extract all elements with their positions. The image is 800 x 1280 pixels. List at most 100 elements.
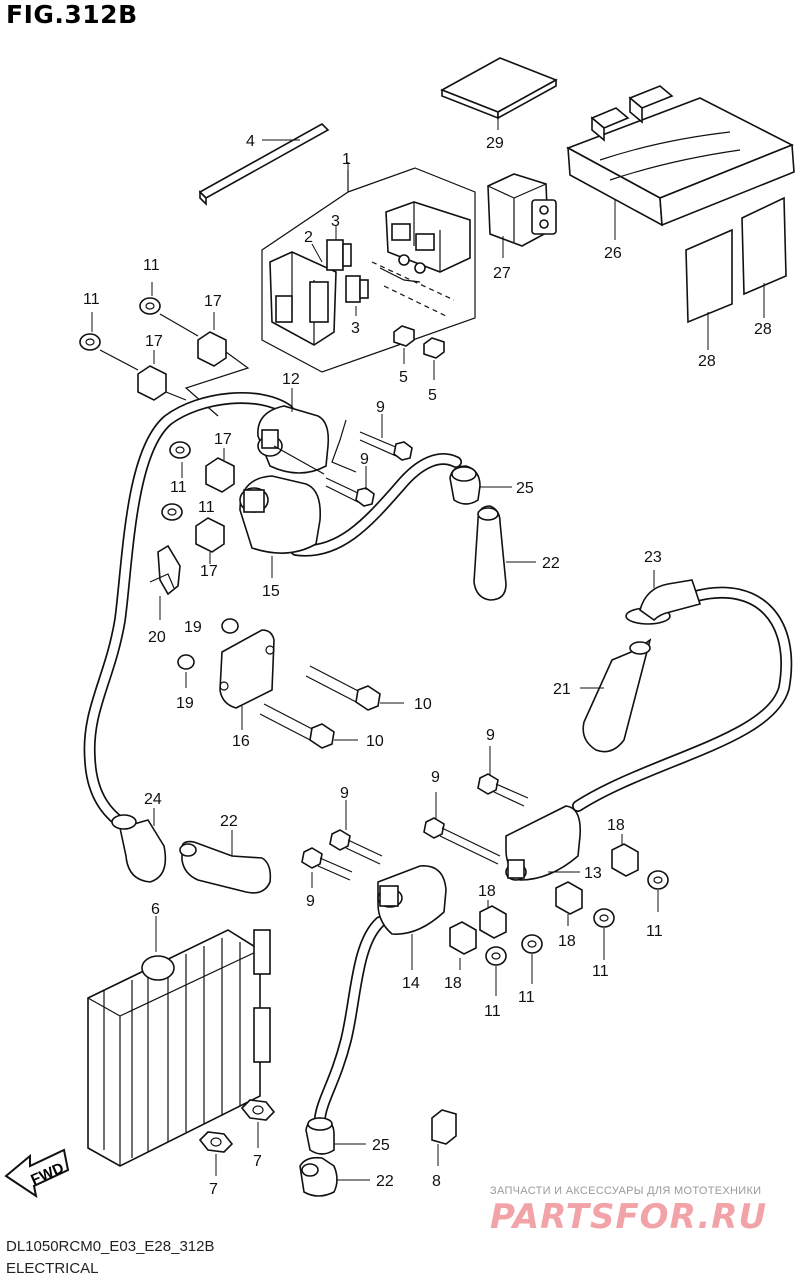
mid-left-mount-hardware xyxy=(161,441,235,564)
figure-title: FIG.312B xyxy=(6,0,138,29)
callout-11: 11 xyxy=(83,291,100,308)
callout-17: 17 xyxy=(145,333,163,350)
part-8-cap xyxy=(431,1109,457,1166)
callout-26: 26 xyxy=(604,245,622,262)
callout-18: 18 xyxy=(444,975,462,992)
callout-23: 23 xyxy=(644,549,662,566)
callout-22: 22 xyxy=(542,555,560,572)
part-25-cap-lower xyxy=(305,1117,366,1155)
part-4-strip xyxy=(198,123,330,206)
part-28-pads xyxy=(685,196,787,350)
callout-29: 29 xyxy=(486,135,504,152)
part-22-plug-cap-upper xyxy=(473,505,536,601)
callout-22: 22 xyxy=(220,813,238,830)
callout-9: 9 xyxy=(340,785,349,802)
callout-12: 12 xyxy=(282,371,300,388)
part-7-nuts xyxy=(198,1099,276,1176)
callout-10: 10 xyxy=(414,696,432,713)
callout-6: 6 xyxy=(151,901,160,918)
callout-9: 9 xyxy=(486,727,495,744)
callout-8: 8 xyxy=(432,1173,441,1190)
callout-20: 20 xyxy=(148,629,166,646)
callout-15: 15 xyxy=(262,583,280,600)
callout-layer: 1 2 3 3 4 5 5 6 7 7 8 9 9 9 9 9 9 10 10 … xyxy=(83,133,772,1198)
part-6-regulator xyxy=(87,916,271,1167)
upper-left-mount-hardware xyxy=(79,282,250,417)
callout-17: 17 xyxy=(204,293,222,310)
callout-19: 19 xyxy=(176,695,194,712)
callout-10: 10 xyxy=(366,733,384,750)
part-22-plug-cap-lower xyxy=(299,1156,370,1197)
callout-9: 9 xyxy=(360,451,369,468)
part-16-bracket xyxy=(177,618,275,730)
callout-25: 25 xyxy=(372,1137,390,1154)
callout-11: 11 xyxy=(198,499,215,516)
callout-14: 14 xyxy=(402,975,420,992)
callout-1: 1 xyxy=(342,151,351,168)
callout-18: 18 xyxy=(607,817,625,834)
left-plug-wire xyxy=(83,391,294,828)
part-26-ecu xyxy=(566,85,795,240)
callout-11: 11 xyxy=(143,257,160,274)
part-3-fuse-b xyxy=(345,275,369,303)
callout-22: 22 xyxy=(376,1173,394,1190)
bolts-9-lower xyxy=(301,746,529,888)
part-1-fuse-box xyxy=(261,162,476,373)
part-22-plug-cap-mid xyxy=(179,830,272,894)
part-27-connector xyxy=(487,173,557,258)
callout-2: 2 xyxy=(304,229,313,246)
part-10-bolts xyxy=(259,665,404,749)
callout-11: 11 xyxy=(592,963,609,980)
part-15-ignition-coil xyxy=(239,453,462,578)
callout-3: 3 xyxy=(351,320,360,337)
callout-16: 16 xyxy=(232,733,250,750)
callout-5: 5 xyxy=(428,387,437,404)
part-1-relay-block xyxy=(385,201,471,274)
right-mount-hardware xyxy=(449,834,669,996)
callout-17: 17 xyxy=(200,563,218,580)
fwd-arrow-icon: FWD xyxy=(4,1148,70,1199)
callout-17: 17 xyxy=(214,431,232,448)
callout-28: 28 xyxy=(754,321,772,338)
callout-4: 4 xyxy=(246,133,255,150)
callout-5: 5 xyxy=(399,369,408,386)
watermark-logo: PARTSFOR.RU xyxy=(490,1197,768,1237)
callout-11: 11 xyxy=(646,923,663,940)
callout-7: 7 xyxy=(253,1153,262,1170)
callout-24: 24 xyxy=(144,791,162,808)
callout-11: 11 xyxy=(518,989,535,1006)
bolts-9-upper xyxy=(325,414,413,507)
callout-9: 9 xyxy=(306,893,315,910)
callout-19: 19 xyxy=(184,619,202,636)
document-code: DL1050RCM0_E03_E28_312B xyxy=(6,1238,215,1255)
part-13-ignition-coil xyxy=(505,805,582,881)
callout-18: 18 xyxy=(478,883,496,900)
callout-9: 9 xyxy=(376,399,385,416)
part-24-plug-cap xyxy=(111,808,167,883)
part-25-cap-upper xyxy=(449,465,512,505)
callout-11: 11 xyxy=(484,1003,501,1020)
part-20-clamp xyxy=(149,544,181,620)
callout-28: 28 xyxy=(698,353,716,370)
part-14-ignition-coil xyxy=(314,865,447,1124)
part-5-screws xyxy=(393,325,445,380)
callout-3: 3 xyxy=(331,213,340,230)
callout-18: 18 xyxy=(558,933,576,950)
part-21-plug-cap xyxy=(580,638,652,753)
part-3-fuse-a xyxy=(326,239,352,271)
callout-9: 9 xyxy=(431,769,440,786)
section-name: ELECTRICAL xyxy=(6,1260,99,1277)
callout-25: 25 xyxy=(516,480,534,497)
callout-13: 13 xyxy=(584,865,602,882)
part-2-fuse-holder xyxy=(269,243,337,346)
callout-11: 11 xyxy=(170,479,187,496)
part-23-boot xyxy=(625,570,702,625)
callout-27: 27 xyxy=(493,265,511,282)
callout-21: 21 xyxy=(553,681,571,698)
watermark-subtitle: ЗАПЧАСТИ И АКСЕССУАРЫ ДЛЯ МОТОТЕХНИКИ xyxy=(490,1185,762,1197)
part-12-ignition-coil xyxy=(257,388,330,475)
callout-7: 7 xyxy=(209,1181,218,1198)
part-29-sheet xyxy=(440,57,558,130)
